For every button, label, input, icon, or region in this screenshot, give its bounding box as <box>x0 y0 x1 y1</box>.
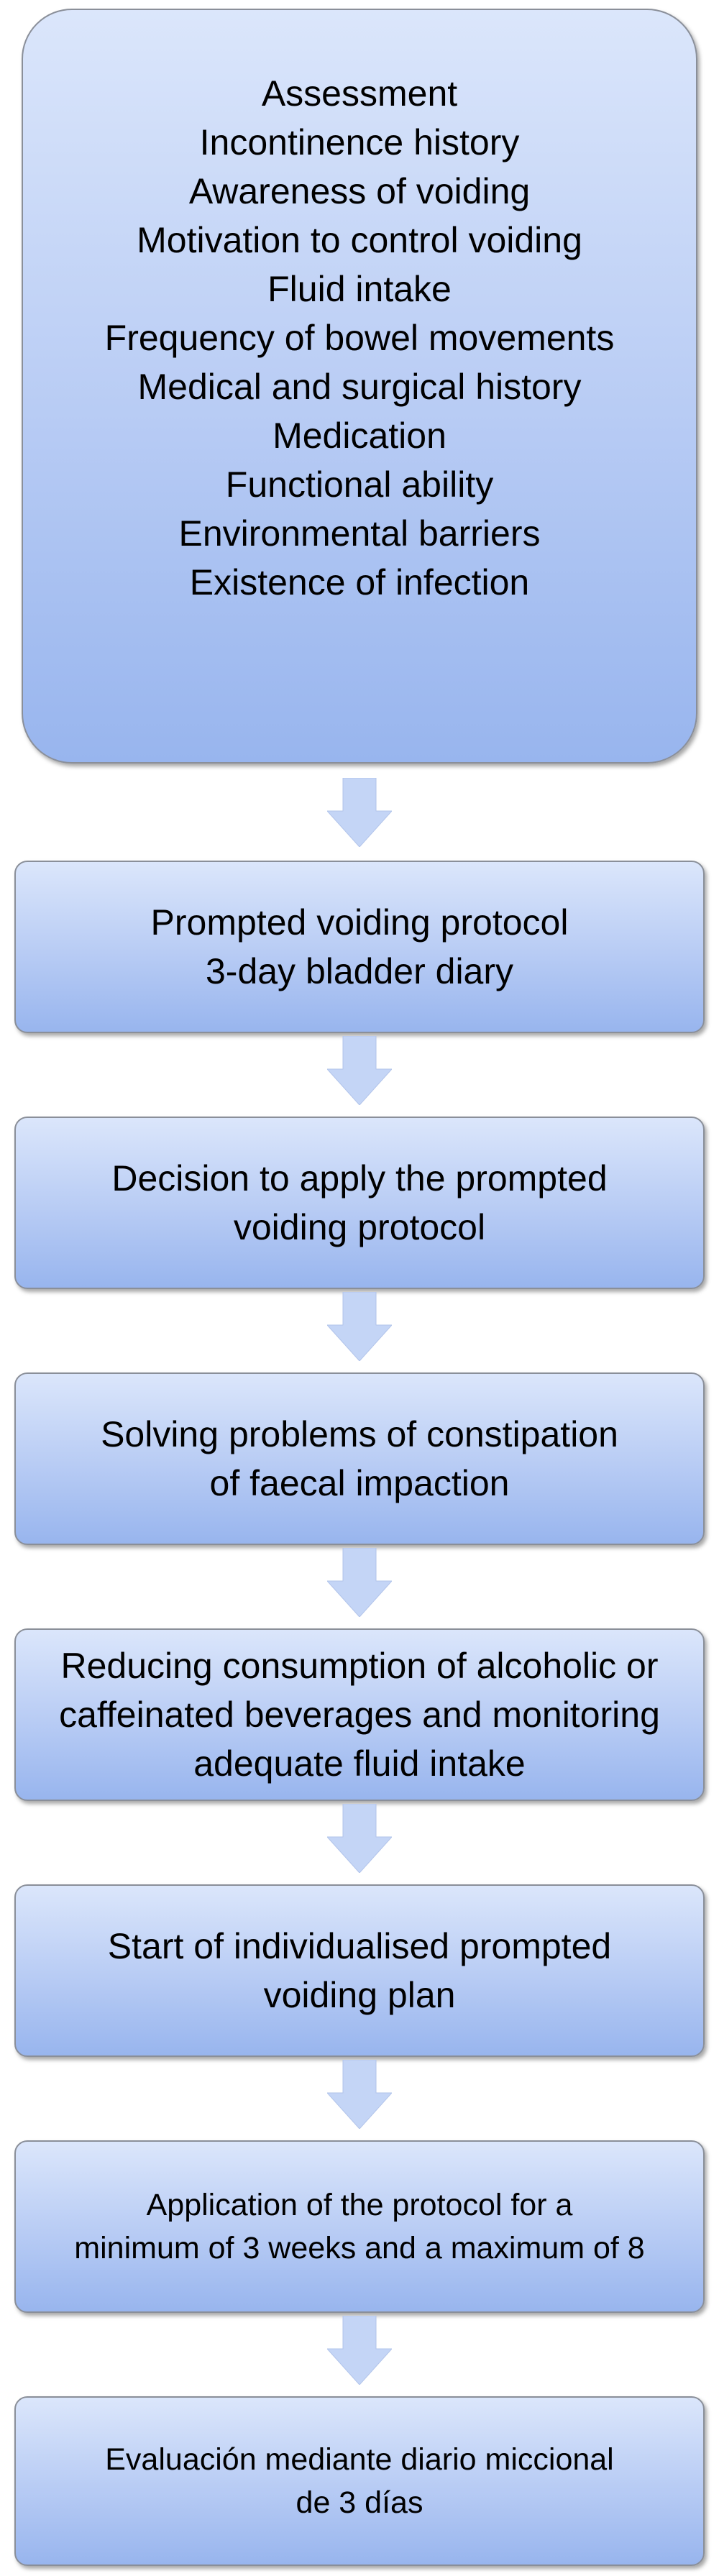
step-text: Prompted voiding protocol <box>150 902 569 943</box>
assessment-box: Assessment Incontinence history Awarenes… <box>22 9 697 764</box>
step-text: voiding protocol <box>233 1207 486 1247</box>
step-text: Application of the protocol for a <box>146 2188 573 2222</box>
step-box-decision: Decision to apply the prompted voiding p… <box>14 1117 705 1289</box>
assessment-item: Functional ability <box>225 464 494 505</box>
down-arrow-icon <box>327 2316 392 2385</box>
step-text: Solving problems of constipation <box>101 1414 618 1454</box>
step-text: adequate fluid intake <box>193 1743 526 1784</box>
assessment-item: Motivation to control voiding <box>137 220 582 260</box>
step-text: Evaluación mediante diario miccional <box>105 2442 614 2477</box>
step-text: 3-day bladder diary <box>205 951 514 991</box>
step-text: minimum of 3 weeks and a maximum of 8 <box>74 2231 645 2265</box>
down-arrow-icon <box>327 1036 392 1105</box>
step-box-bladder-diary: Prompted voiding protocol 3-day bladder … <box>14 861 705 1033</box>
step-box-constipation: Solving problems of constipation of faec… <box>14 1372 705 1545</box>
assessment-item: Medication <box>273 416 446 456</box>
step-box-fluid-intake: Reducing consumption of alcoholic or caf… <box>14 1628 705 1801</box>
assessment-item: Frequency of bowel movements <box>104 318 615 358</box>
step-text: caffeinated beverages and monitoring <box>59 1695 660 1735</box>
assessment-item: Environmental barriers <box>178 513 541 554</box>
down-arrow-icon <box>327 778 392 847</box>
step-text: voiding plan <box>263 1975 456 2015</box>
step-text: Reducing consumption of alcoholic or <box>60 1646 659 1686</box>
assessment-item: Awareness of voiding <box>188 171 531 211</box>
step-text: Start of individualised prompted <box>107 1926 612 1966</box>
down-arrow-icon <box>327 2060 392 2129</box>
step-text: de 3 días <box>296 2485 423 2520</box>
step-text: Decision to apply the prompted <box>111 1158 608 1198</box>
down-arrow-icon <box>327 1804 392 1873</box>
step-text: of faecal impaction <box>209 1463 510 1503</box>
assessment-item: Incontinence history <box>199 122 520 162</box>
step-box-individualised-plan: Start of individualised prompted voiding… <box>14 1884 705 2057</box>
down-arrow-icon <box>327 1292 392 1361</box>
down-arrow-icon <box>327 1548 392 1617</box>
assessment-item: Fluid intake <box>267 269 452 309</box>
assessment-item: Medical and surgical history <box>137 367 582 407</box>
assessment-title: Assessment <box>261 73 458 114</box>
step-box-application: Application of the protocol for a minimu… <box>14 2140 705 2313</box>
step-box-evaluation: Evaluación mediante diario miccional de … <box>14 2396 705 2566</box>
assessment-item: Existence of infection <box>189 562 530 602</box>
